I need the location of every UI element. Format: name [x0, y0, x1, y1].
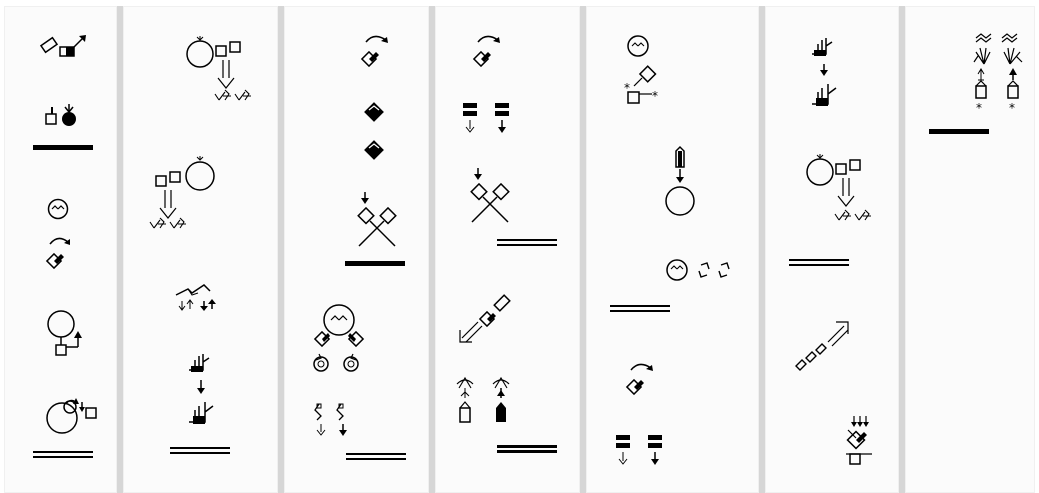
eraser-flag-icon — [40, 33, 88, 63]
face-circle-icon — [46, 197, 70, 221]
separator-thick — [497, 450, 557, 453]
face-links-icon — [665, 257, 747, 287]
crossed-flags-icon — [355, 190, 401, 248]
separator-thick — [497, 445, 557, 448]
hands-up-star-icon: * * — [972, 32, 1026, 114]
separator-double — [497, 239, 557, 246]
face-diamond-star-icon: * * — [620, 34, 668, 108]
column-5 — [586, 6, 759, 493]
svg-text:*: * — [976, 101, 982, 115]
separator-thick — [33, 145, 93, 150]
separator-thick — [929, 129, 989, 134]
pencil-circle-icon — [662, 145, 698, 219]
bars-arrows-icon — [613, 433, 665, 469]
separator-double — [789, 259, 849, 266]
circle-rotate-icon — [46, 394, 102, 436]
marker-ball-icon — [43, 103, 77, 129]
circle-squares-left-icon — [146, 154, 226, 238]
separator-thick — [345, 261, 405, 266]
fan-boxes-icon — [455, 374, 525, 426]
rotate-diamond-icon — [472, 30, 506, 72]
svg-text:*: * — [1009, 101, 1015, 115]
separator-double — [33, 451, 93, 458]
separator-double — [346, 453, 406, 460]
bracket-arrows-icon — [311, 402, 359, 440]
svg-text:*: * — [652, 89, 658, 103]
pencil-arrow-icon — [456, 290, 516, 344]
chain-arrow-icon — [792, 318, 852, 376]
hand-down-hand-icon — [808, 34, 840, 112]
rotate-hand-icon — [44, 232, 76, 272]
separator-double — [610, 305, 670, 312]
bars-arrows-icon — [460, 101, 512, 137]
rotate-diamond-icon — [625, 358, 659, 400]
separator-double — [170, 447, 230, 454]
crossed-flags-icon — [468, 166, 514, 224]
svg-text:*: * — [624, 81, 630, 95]
circle-squares-arrow-icon — [185, 34, 265, 112]
diamond-pair-icon — [360, 98, 394, 168]
diamond-down-arrows-icon — [838, 414, 878, 470]
bird-arrows-icon — [174, 283, 226, 313]
head-rotations-icon — [309, 300, 369, 376]
rotate-diamond-icon — [360, 30, 394, 72]
circle-squares-arrow-icon — [805, 152, 885, 230]
hand-down-hand-icon — [185, 350, 217, 428]
circle-box-arrow-icon — [46, 309, 88, 361]
